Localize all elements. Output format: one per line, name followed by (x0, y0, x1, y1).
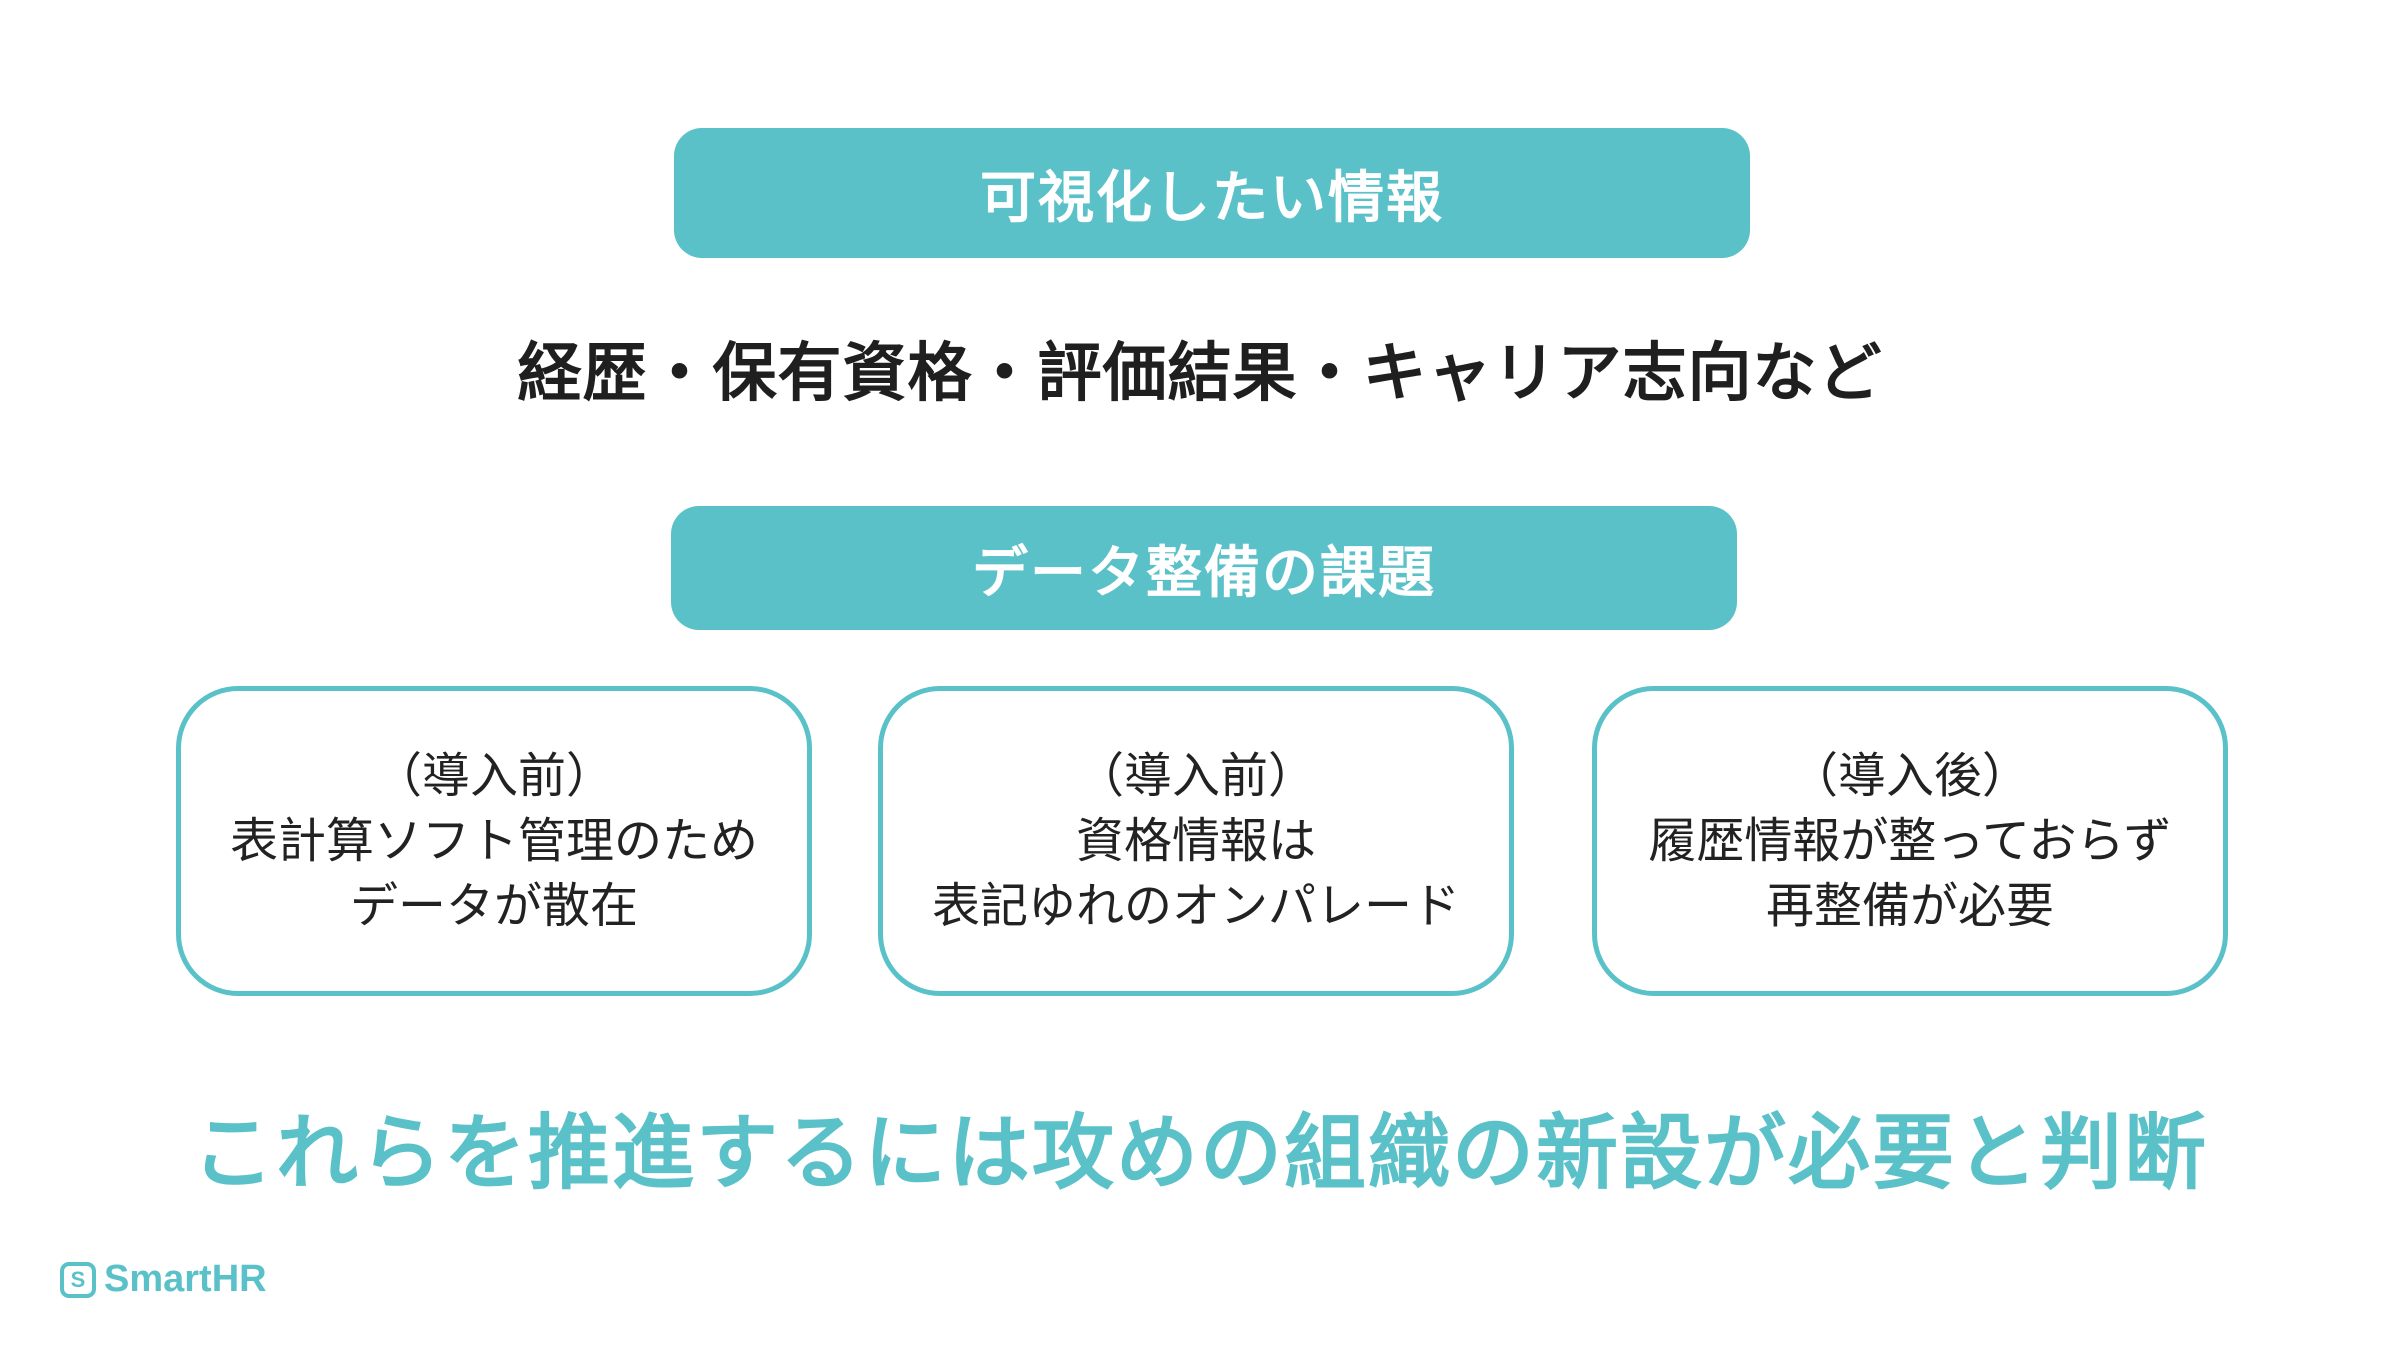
card-2-line-1: （導入前） (1075, 747, 1316, 804)
issue-card-2: （導入前） 資格情報は 表記ゆれのオンパレード (878, 686, 1514, 996)
card-1-line-1: （導入前） (373, 747, 614, 804)
banner-visualize: 可視化したい情報 (674, 128, 1750, 258)
banner-issues: データ整備の課題 (671, 506, 1737, 630)
smarthr-logo-text: SmartHR (104, 1258, 267, 1300)
card-1-line-3: データが散在 (349, 877, 638, 934)
card-3-line-1: （導入後） (1789, 747, 2030, 804)
card-3-line-3: 再整備が必要 (1765, 877, 2054, 934)
card-1-line-2: 表計算ソフト管理のため (229, 812, 758, 869)
issue-card-3: （導入後） 履歴情報が整っておらず 再整備が必要 (1592, 686, 2228, 996)
conclusion-text: これらを推進するには攻めの組織の新設が必要と判断 (191, 1106, 2208, 1201)
info-line: 経歴・保有資格・評価結果・キャリア志向など (517, 337, 1883, 411)
card-3-line-2: 履歴情報が整っておらず (1648, 812, 2172, 869)
card-2-line-2: 資格情報は (1075, 812, 1316, 869)
issue-card-1: （導入前） 表計算ソフト管理のため データが散在 (176, 686, 812, 996)
smarthr-logo-icon: S (60, 1261, 96, 1298)
card-2-line-3: 表記ゆれのオンパレード (931, 877, 1460, 934)
smarthr-logo: S SmartHR (60, 1258, 267, 1301)
